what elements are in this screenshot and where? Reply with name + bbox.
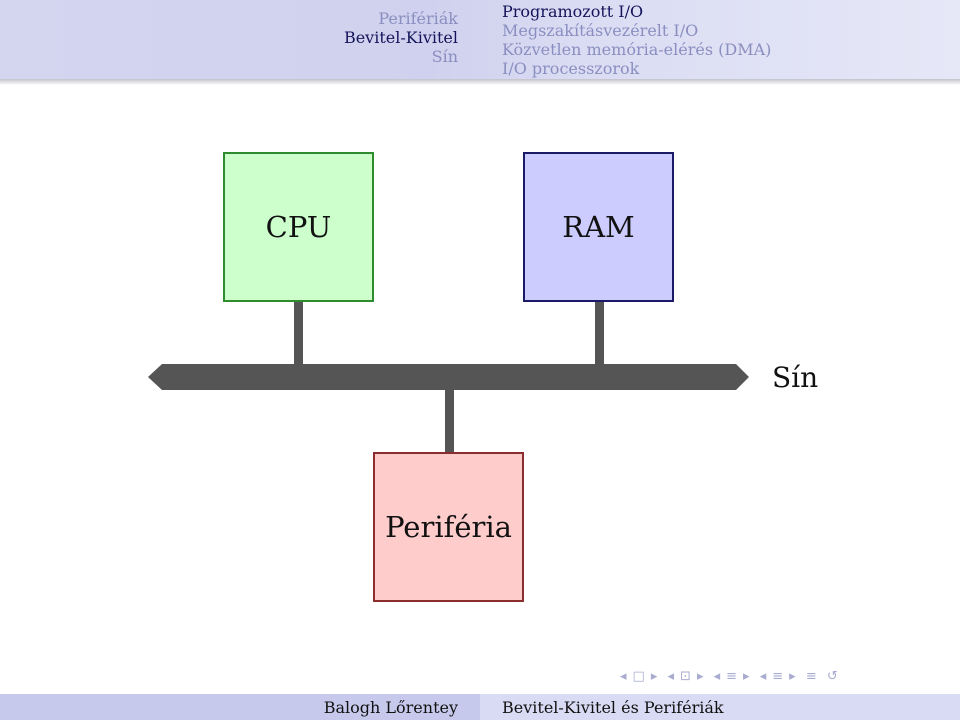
section-prev-icon[interactable]: ◂ — [713, 669, 721, 684]
ram-label: RAM — [562, 210, 635, 244]
nav-section-periferiak[interactable]: Perifériák — [378, 9, 458, 28]
subsection-next-icon[interactable]: ▸ — [696, 669, 704, 684]
nav-subsection-dma[interactable]: Közvetlen memória-elérés (DMA) — [502, 40, 772, 59]
cpu-box: CPU — [223, 152, 374, 302]
subsection-prev-icon[interactable]: ◂ — [667, 669, 675, 684]
navigation-symbols: ◂ □ ▸ ◂ ⊡ ▸ ◂ ≡ ▸ ◂ ≡ ▸ ≡ ↺ — [620, 669, 844, 684]
frame-prev-icon[interactable]: ◂ — [620, 669, 627, 684]
ram-box: RAM — [523, 152, 674, 302]
bus-label: Sín — [772, 361, 819, 394]
subsection-icon[interactable]: ⊡ — [680, 669, 691, 684]
footer-title-bar: Bevitel-Kivitel és Perifériák — [480, 694, 960, 720]
cpu-bus-connector — [294, 302, 303, 364]
frame-icon[interactable]: □ — [632, 669, 645, 684]
peripheral-bus-connector — [445, 390, 454, 452]
frame-next-icon[interactable]: ▸ — [650, 669, 658, 684]
peripheral-box: Periféria — [373, 452, 524, 602]
nav-subsection-io-processzorok[interactable]: I/O processzorok — [502, 59, 640, 78]
nav-subsection-megszakitasvezerelt-io[interactable]: Megszakításvezérelt I/O — [502, 21, 699, 40]
part-next-icon[interactable]: ▸ — [789, 669, 796, 684]
footer-title: Bevitel-Kivitel és Perifériák — [502, 698, 724, 717]
footer-author: Balogh Lőrentey — [323, 698, 458, 717]
search-icon[interactable]: ↺ — [826, 669, 838, 684]
peripheral-label: Periféria — [385, 510, 512, 544]
ram-bus-connector — [595, 302, 604, 364]
section-next-icon[interactable]: ▸ — [743, 669, 750, 684]
section-navigation: Perifériák Bevitel-Kivitel Sín — [344, 9, 458, 66]
cpu-label: CPU — [265, 210, 332, 244]
header-shadow — [0, 79, 960, 85]
section-icon[interactable]: ≡ — [726, 669, 738, 684]
part-icon[interactable]: ≡ — [772, 669, 784, 684]
nav-section-sin[interactable]: Sín — [431, 47, 458, 66]
header-bar: Perifériák Bevitel-Kivitel Sín Programoz… — [0, 0, 960, 79]
part-prev-icon[interactable]: ◂ — [759, 669, 767, 684]
subsection-navigation: Programozott I/O Megszakításvezérelt I/O… — [502, 2, 771, 78]
bus-arrow — [148, 364, 749, 390]
footer-author-bar: Balogh Lőrentey — [0, 694, 480, 720]
nav-section-bevitel-kivitel[interactable]: Bevitel-Kivitel — [343, 28, 458, 47]
appendix-icon[interactable]: ≡ — [805, 669, 817, 684]
nav-subsection-programozott-io[interactable]: Programozott I/O — [502, 2, 644, 21]
